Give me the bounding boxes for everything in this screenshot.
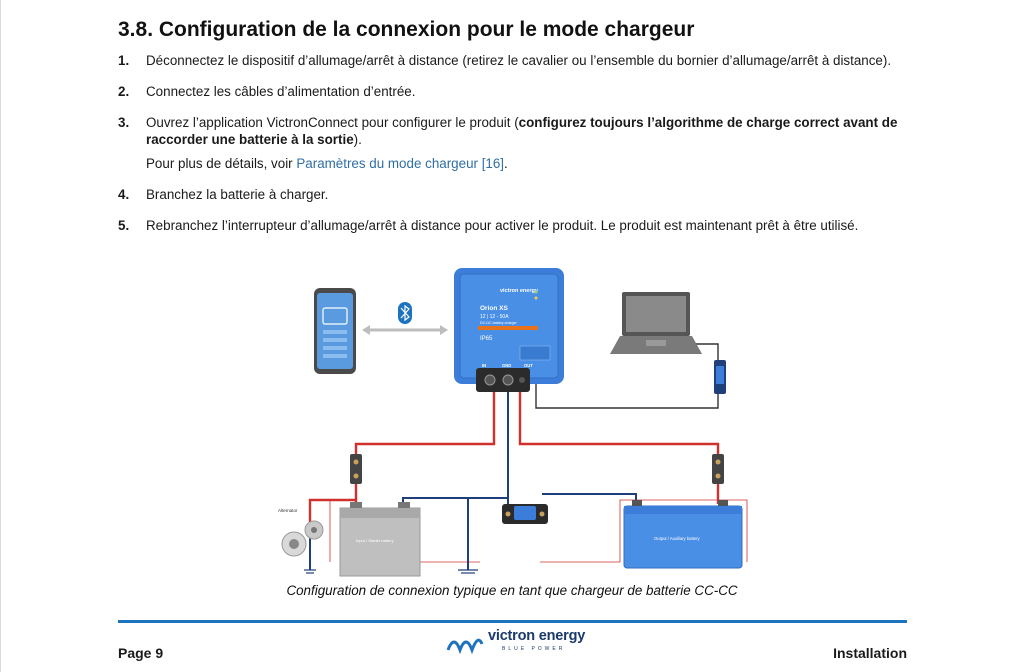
step-number: 2. <box>118 84 130 99</box>
alternator-icon: Alternator <box>278 508 324 557</box>
laptop-cable <box>690 343 719 360</box>
victron-logo: victron energy BLUE POWER <box>446 628 586 656</box>
output-auxiliary-battery: Output / Auxiliary battery <box>623 500 743 569</box>
step-text: Branchez la batterie à charger. <box>146 187 329 202</box>
terminal-in: IN <box>482 363 486 368</box>
step-text: Connectez les câbles d’alimentation d’en… <box>146 84 416 99</box>
alternator-label: Alternator <box>278 508 298 513</box>
bluetooth-link-icon <box>362 302 448 335</box>
step-item: 2. Connectez les câbles d’alimentation d… <box>118 83 908 100</box>
connection-diagram: victron energy Orion XS 12 | 12 - 50A DC… <box>278 268 748 577</box>
step-item: 4. Branchez la batterie à charger. <box>118 186 908 203</box>
page-edge-line <box>0 0 1 672</box>
fuse-icon <box>350 454 724 484</box>
step-item: 3. Ouvrez l’application VictronConnect p… <box>118 114 908 172</box>
step-item: 1. Déconnectez le dispositif d’allumage/… <box>118 52 908 69</box>
charger-model: Orion XS <box>480 305 508 312</box>
positive-wires <box>308 390 720 524</box>
step-number: 4. <box>118 187 130 202</box>
step-text: Déconnectez le dispositif d’allumage/arr… <box>146 53 892 68</box>
smartphone-icon <box>314 288 356 374</box>
step-text-part: ). <box>353 132 362 147</box>
section-name: Installation <box>833 645 907 661</box>
terminal-out: OUT <box>524 363 533 368</box>
logo-tagline: BLUE POWER <box>502 646 566 652</box>
thin-red-wires <box>329 499 748 563</box>
step-extra-text: Pour plus de détails, voir Paramètres du… <box>146 155 908 172</box>
input-starter-battery: Input / Starter battery <box>339 502 421 577</box>
step-number: 1. <box>118 53 130 68</box>
step-extra-part: Pour plus de détails, voir <box>146 156 297 171</box>
step-number: 3. <box>118 115 130 130</box>
logo-text: victron energy <box>488 628 586 644</box>
charger-rating: 12 | 12 - 50A <box>480 314 509 320</box>
step-text: Rebranchez l’interrupteur d’allumage/arr… <box>146 218 859 233</box>
figure-caption: Configuration de connexion typique en ta… <box>286 583 738 598</box>
step-text-part: Ouvrez l’application VictronConnect pour… <box>146 115 519 130</box>
laptop-icon <box>610 292 702 354</box>
output-battery-label: Output / Auxiliary battery <box>654 536 701 541</box>
step-extra-part: . <box>504 156 508 171</box>
vedirect-interface-icon <box>714 360 726 394</box>
ground-icon <box>304 569 478 574</box>
steps-list: 1. Déconnectez le dispositif d’allumage/… <box>118 52 908 248</box>
orion-xs-charger: victron energy Orion XS 12 | 12 - 50A DC… <box>454 268 564 392</box>
input-battery-label: Input / Starter battery <box>356 538 394 543</box>
charger-stripe <box>478 326 538 330</box>
terminal-gnd: GND <box>502 363 511 368</box>
step-item: 5. Rebranchez l’interrupteur d’allumage/… <box>118 217 908 234</box>
step-text: Ouvrez l’application VictronConnect pour… <box>146 114 908 148</box>
victron-wave-logo-icon <box>446 638 484 654</box>
page-number: Page 9 <box>118 645 164 661</box>
charger-settings-link[interactable]: Paramètres du mode chargeur [16] <box>296 156 505 171</box>
section-heading: 3.8. Configuration de la connexion pour … <box>118 18 695 41</box>
step-number: 5. <box>118 218 130 233</box>
charger-ip: IP65 <box>480 336 493 342</box>
step-text-bold: configurez toujours l’algorithme de char… <box>146 115 898 147</box>
battery-monitor-icon <box>502 504 548 524</box>
footer-divider <box>118 620 907 623</box>
charger-brand: victron energy <box>500 288 539 294</box>
charger-type: DC-DC battery charger <box>480 321 518 325</box>
